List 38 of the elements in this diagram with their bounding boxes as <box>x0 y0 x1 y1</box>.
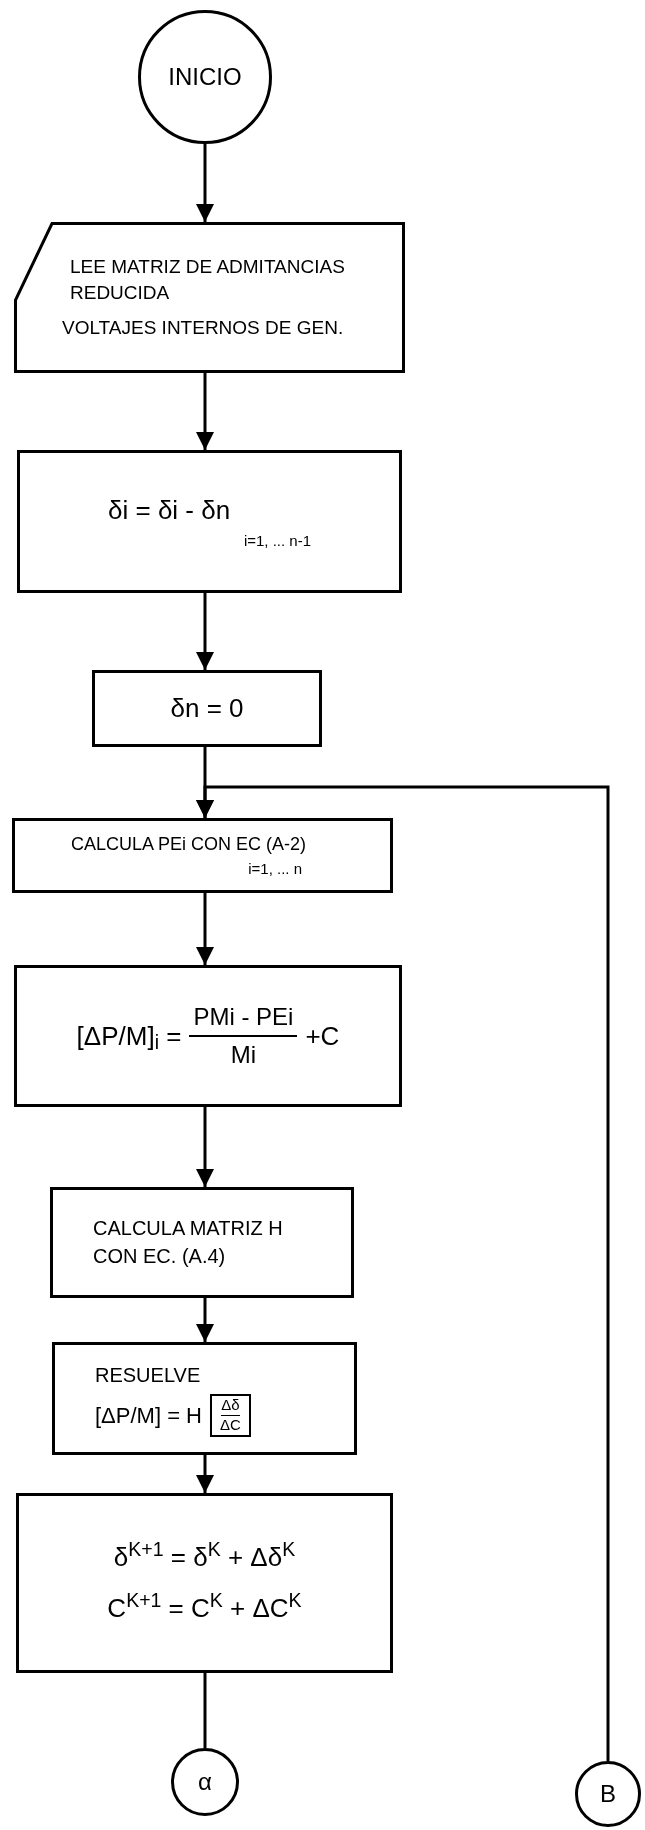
node-label: B <box>600 1779 616 1809</box>
node-label: CALCULA MATRIZ H CON EC. (A.4) <box>93 1216 284 1269</box>
node-label: α <box>198 1767 212 1797</box>
process-box <box>17 450 402 593</box>
arrow <box>196 893 214 965</box>
formula-text: [ΔP/M]$_{i}$ = <box>76 1019 182 1056</box>
process-box <box>52 1342 357 1455</box>
numerator: PMi - PEi <box>192 1002 295 1032</box>
arrow <box>196 144 214 222</box>
node-label: CALCULA PEi CON EC (A-2) <box>70 832 307 856</box>
index-range: i=1, ... n <box>248 858 303 879</box>
arrow <box>196 1107 214 1187</box>
node-label: INICIO <box>168 62 242 92</box>
node-label: C$^{K+1}$ = C$^{K}$ + ΔC$^{K}$ <box>107 1589 302 1625</box>
node-label: δ$^{K+1}$ = δ$^{K}$ + Δδ$^{K}$ <box>113 1538 296 1574</box>
index-range: i=1, ... n-1 <box>243 530 312 551</box>
denominator: Mi <box>230 1040 257 1070</box>
node-label: δn = 0 <box>170 692 244 725</box>
connector-line <box>203 1673 207 1748</box>
formula-text: +C <box>305 1019 340 1053</box>
node-label: VOLTAJES INTERNOS DE GEN. <box>62 315 345 340</box>
process-box <box>14 965 402 1107</box>
arrow <box>196 1298 214 1342</box>
arrow <box>196 593 214 670</box>
arrow <box>196 1455 214 1493</box>
arrow <box>196 785 610 1761</box>
process-box <box>92 670 322 747</box>
node-label: LEE MATRIZ DE ADMITANCIAS REDUCIDA <box>70 255 346 306</box>
process-box <box>50 1187 354 1298</box>
node-label: RESUELVE <box>95 1363 201 1389</box>
denominator: ΔC <box>220 1416 241 1435</box>
process-box <box>12 818 393 893</box>
arrow <box>196 373 214 450</box>
node-label: δi = δi - δn <box>107 493 231 527</box>
manual-input-box <box>14 222 405 373</box>
process-box <box>16 1493 393 1673</box>
numerator: Δδ <box>221 1396 240 1416</box>
formula-text: [ΔP/M] = H <box>95 1402 202 1430</box>
